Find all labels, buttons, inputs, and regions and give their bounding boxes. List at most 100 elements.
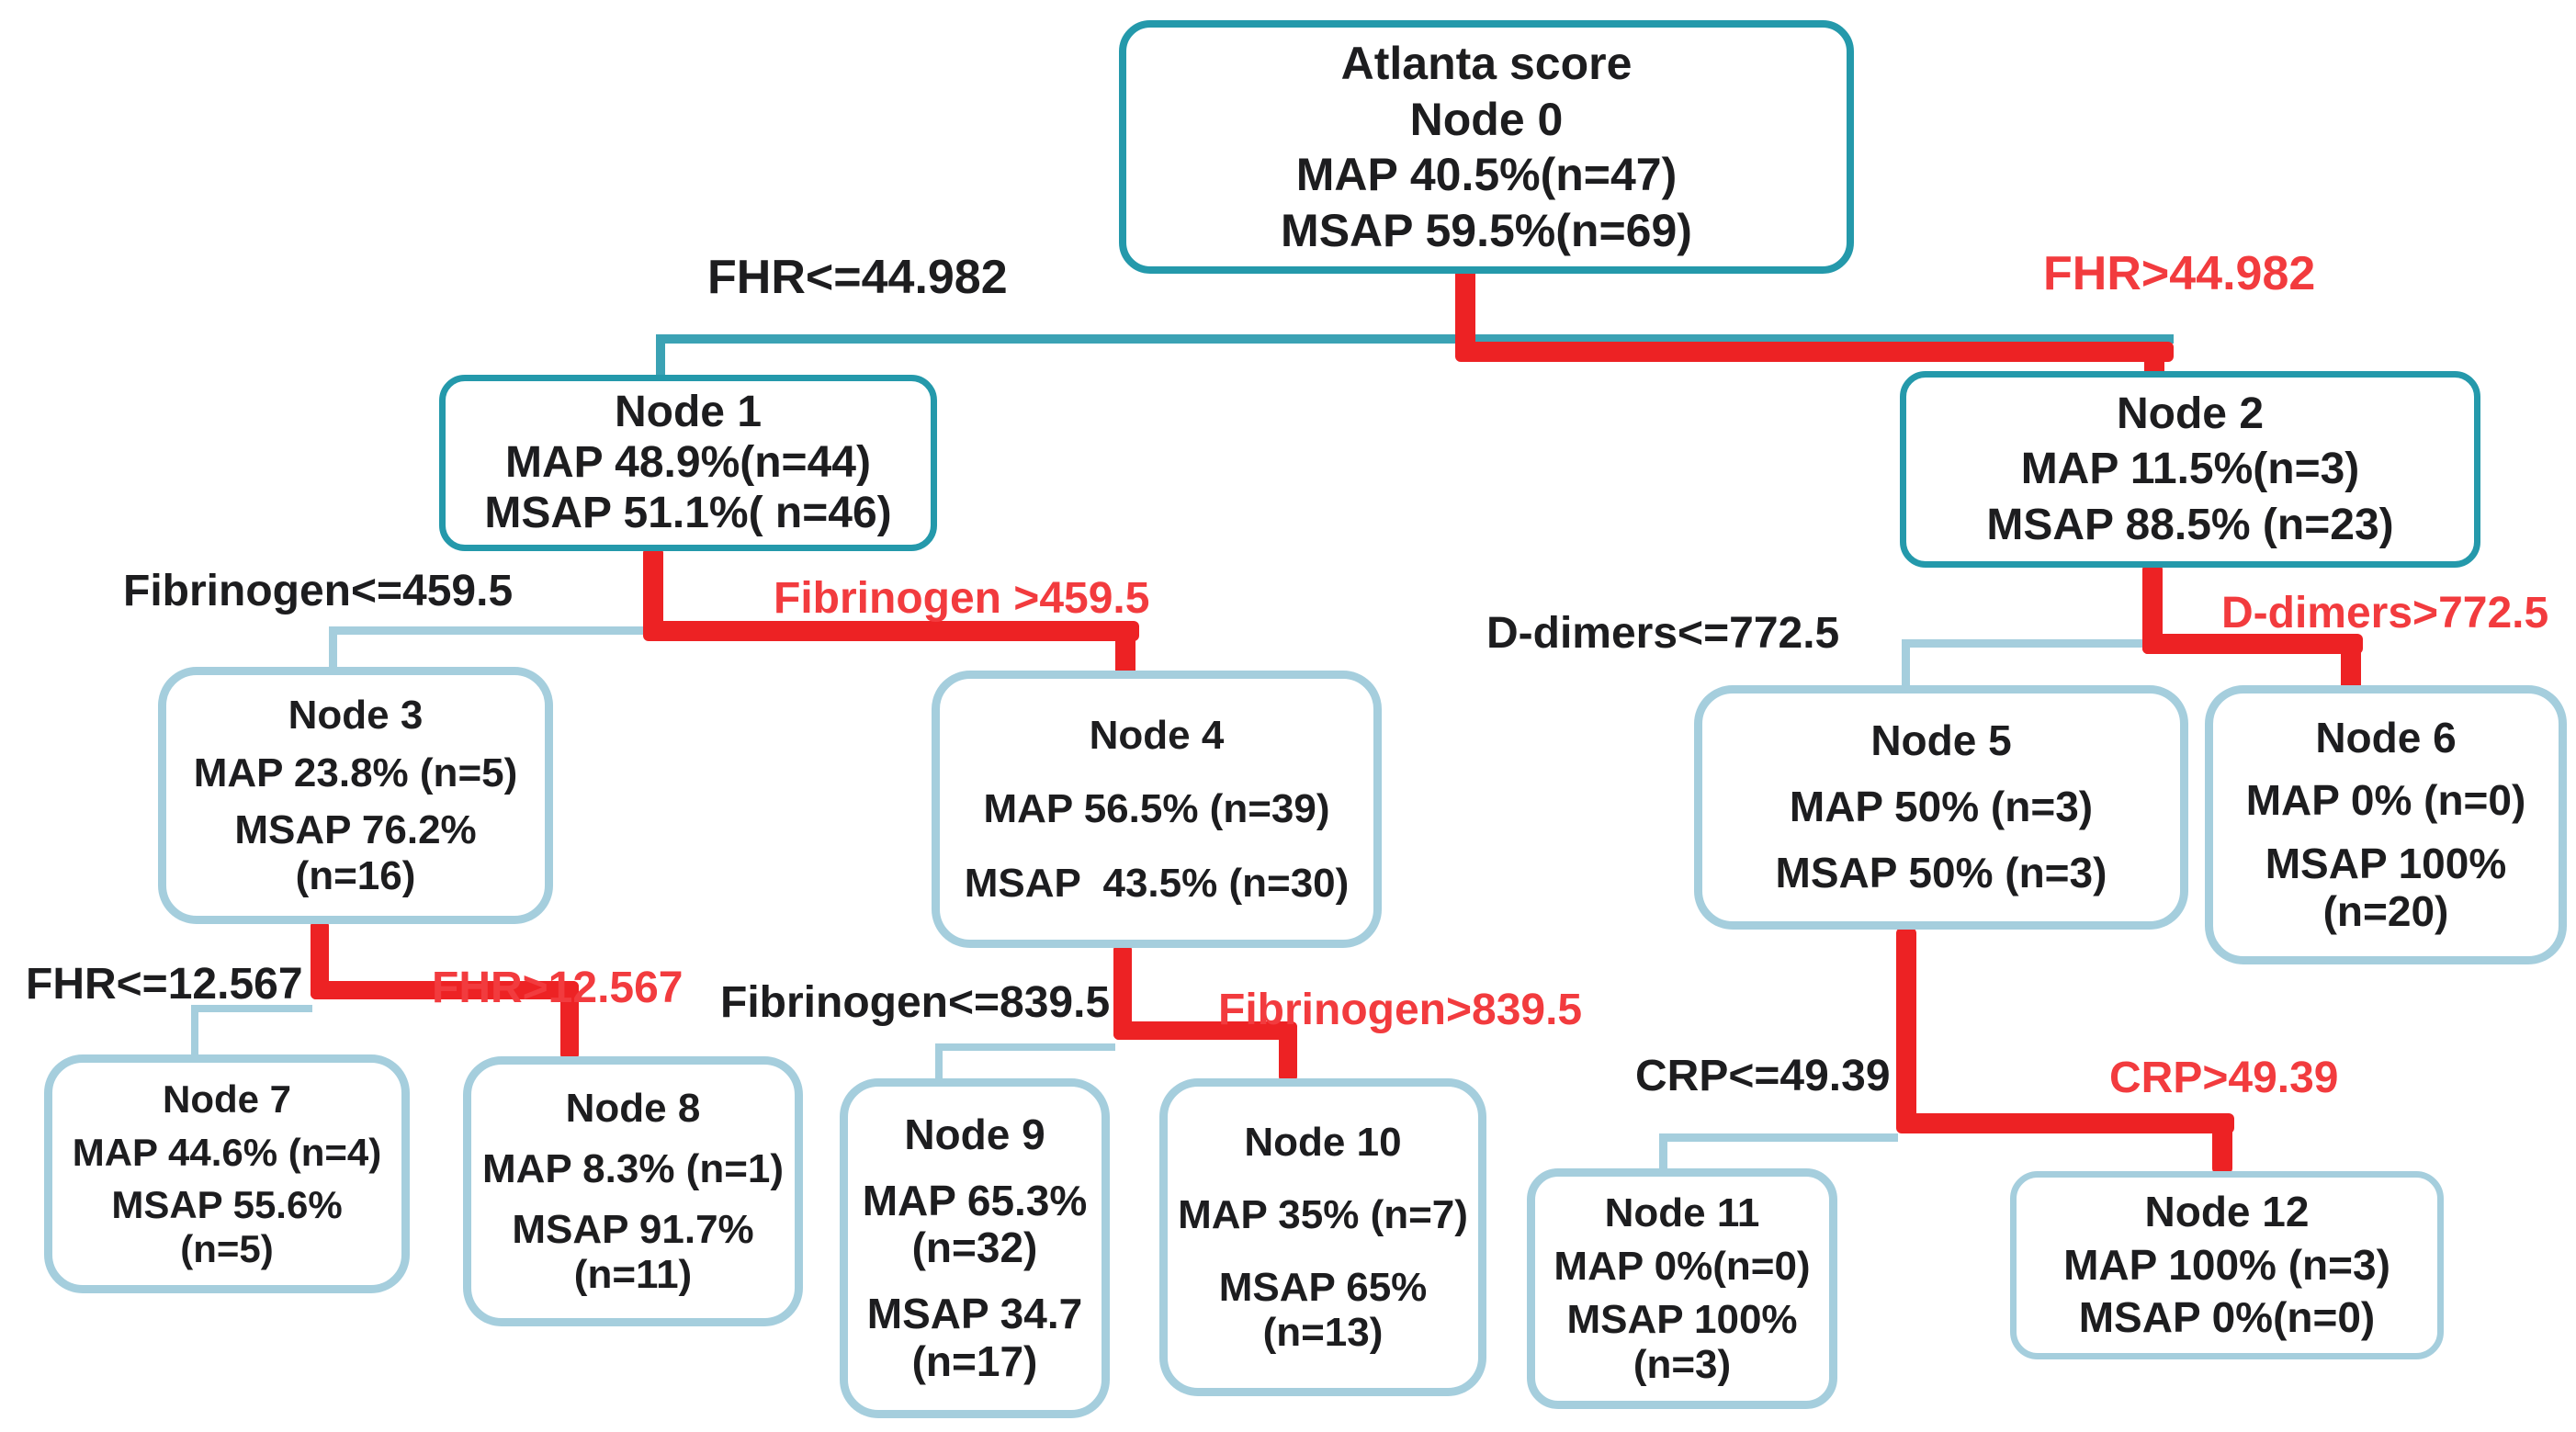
- node-1: Node 1 MAP 48.9%(n=44) MSAP 51.1%( n=46): [439, 375, 937, 551]
- node-stat: (n=11): [573, 1252, 693, 1297]
- node-stat: MSAP 43.5% (n=30): [964, 860, 1350, 906]
- node-label: Node 9: [904, 1110, 1045, 1158]
- branch-line: [1902, 639, 1910, 691]
- node-11: Node 11 MAP 0%(n=0) MSAP 100% (n=3): [1527, 1168, 1837, 1409]
- node-10: Node 10 MAP 35% (n=7) MSAP 65% (n=13): [1159, 1078, 1486, 1396]
- node-stat: MSAP 51.1%( n=46): [484, 489, 892, 538]
- node-5: Node 5 MAP 50% (n=3) MSAP 50% (n=3): [1694, 685, 2188, 930]
- node-label: Node 11: [1604, 1190, 1760, 1235]
- node-stat: MSAP 76.2%: [234, 807, 477, 853]
- node-label: Node 0: [1409, 93, 1564, 145]
- node-9: Node 9 MAP 65.3% (n=32) MSAP 34.7 (n=17): [840, 1078, 1110, 1418]
- branch-line: [656, 334, 665, 380]
- node-stat: MSAP 55.6% (n=5): [111, 1183, 354, 1270]
- branch-line: [311, 920, 329, 999]
- node-stat: MSAP 91.7%: [512, 1206, 754, 1252]
- node-stat: MSAP 65%: [1218, 1264, 1428, 1310]
- branch-line: [2341, 634, 2361, 694]
- node-label: Node 6: [2315, 713, 2457, 761]
- branch-line: [1902, 639, 2144, 648]
- branch-line: [329, 626, 645, 635]
- node-label: Node 3: [288, 693, 424, 739]
- node-stat: MAP 65.3%: [862, 1176, 1088, 1224]
- split-1-right-label: Fibrinogen >459.5: [774, 574, 1150, 623]
- branch-line: [2142, 564, 2163, 654]
- split-2-left-label: D-dimers<=772.5: [1486, 609, 1840, 658]
- node-label: Node 2: [2116, 389, 2265, 438]
- branch-line: [2212, 1113, 2232, 1174]
- node-stat: MAP 40.5%(n=47): [1295, 149, 1678, 201]
- node-3: Node 3 MAP 23.8% (n=5) MSAP 76.2% (n=16): [158, 667, 553, 924]
- node-8: Node 8 MAP 8.3% (n=1) MSAP 91.7% (n=11): [463, 1056, 803, 1326]
- branch-line: [560, 981, 579, 1060]
- node-stat: (n=3): [1633, 1342, 1732, 1387]
- node-7: Node 7 MAP 44.6% (n=4) MSAP 55.6% (n=5): [44, 1054, 410, 1293]
- node-stat: MSAP 100%: [1566, 1296, 1798, 1342]
- node-label: Node 1: [614, 388, 763, 437]
- branch-line: [1659, 1133, 1667, 1179]
- node-stat: MAP 8.3% (n=1): [481, 1145, 785, 1191]
- split-0-left-label: FHR<=44.982: [707, 251, 1008, 304]
- node-stat: MAP 0%(n=0): [1554, 1243, 1811, 1289]
- split-4-left-label: Fibrinogen<=839.5: [720, 978, 1111, 1027]
- node-stat: MSAP 50% (n=3): [1775, 849, 2107, 897]
- split-1-left-label: Fibrinogen<=459.5: [123, 567, 514, 615]
- branch-line: [329, 626, 337, 674]
- node-label: Node 8: [565, 1085, 701, 1131]
- node-stat: MSAP 100%: [2265, 839, 2507, 887]
- branch-line: [935, 1043, 1115, 1051]
- node-stat: MSAP 34.7: [866, 1290, 1083, 1338]
- node-stat: MAP 50% (n=3): [1789, 783, 2094, 831]
- branch-line: [935, 1043, 943, 1082]
- node-stat: (n=16): [295, 852, 416, 898]
- node-stat: MAP 48.9%(n=44): [505, 438, 871, 488]
- node-4: Node 4 MAP 56.5% (n=39) MSAP 43.5% (n=30…: [932, 671, 1382, 948]
- node-label: Node 10: [1244, 1119, 1402, 1165]
- branch-line: [1659, 1133, 1898, 1142]
- node-12: Node 12 MAP 100% (n=3) MSAP 0%(n=0): [2010, 1171, 2444, 1359]
- branch-line: [1455, 265, 1475, 353]
- node-stat: MAP 44.6% (n=4): [72, 1130, 382, 1174]
- node-6: Node 6 MAP 0% (n=0) MSAP 100% (n=20): [2205, 685, 2567, 964]
- node-label: Node 4: [1089, 713, 1225, 759]
- split-3-left-label: FHR<=12.567: [26, 960, 303, 1009]
- node-2: Node 2 MAP 11.5%(n=3) MSAP 88.5% (n=23): [1900, 371, 2480, 568]
- node-stat: (n=17): [911, 1336, 1038, 1385]
- branch-line: [1279, 1021, 1297, 1082]
- branch-line: [643, 547, 663, 632]
- node-title: Atlanta score: [1340, 37, 1633, 89]
- split-2-right-label: D-dimers>772.5: [2221, 589, 2549, 637]
- node-stat: MSAP 0%(n=0): [2078, 1293, 2376, 1342]
- node-stat: MSAP 59.5%(n=69): [1281, 205, 1692, 257]
- split-5-left-label: CRP<=49.39: [1635, 1052, 1891, 1100]
- branch-line: [1455, 342, 2174, 362]
- node-stat: MAP 0% (n=0): [2245, 776, 2526, 825]
- branch-line: [1896, 1113, 2234, 1133]
- branch-line: [656, 334, 2174, 344]
- split-3-right-label: FHR>12.567: [432, 964, 684, 1012]
- node-stat: MAP 100% (n=3): [2063, 1240, 2390, 1289]
- node-label: Node 5: [1870, 716, 2012, 765]
- branch-line: [1115, 621, 1135, 680]
- branch-line: [1113, 944, 1132, 1040]
- node-stat: (n=32): [911, 1223, 1038, 1272]
- node-stat: MSAP 88.5% (n=23): [1986, 500, 2394, 549]
- branch-line: [1896, 928, 1916, 1132]
- branch-line: [311, 981, 579, 999]
- node-stat: MAP 56.5% (n=39): [983, 786, 1330, 832]
- branch-line: [1113, 1021, 1297, 1040]
- node-stat: MAP 23.8% (n=5): [193, 750, 518, 795]
- node-stat: (n=20): [2322, 886, 2449, 935]
- node-stat: MAP 11.5%(n=3): [2020, 445, 2360, 494]
- node-stat: MAP 35% (n=7): [1178, 1191, 1468, 1237]
- node-label: Node 12: [2144, 1188, 2310, 1236]
- split-0-right-label: FHR>44.982: [2043, 247, 2316, 300]
- split-5-right-label: CRP>49.39: [2109, 1054, 2339, 1102]
- branch-line: [191, 1005, 198, 1058]
- node-label: Node 7: [162, 1077, 292, 1122]
- branch-line: [191, 1005, 312, 1012]
- branch-line: [2142, 634, 2363, 654]
- node-stat: (n=13): [1262, 1310, 1384, 1355]
- split-4-right-label: Fibrinogen>839.5: [1218, 986, 1583, 1034]
